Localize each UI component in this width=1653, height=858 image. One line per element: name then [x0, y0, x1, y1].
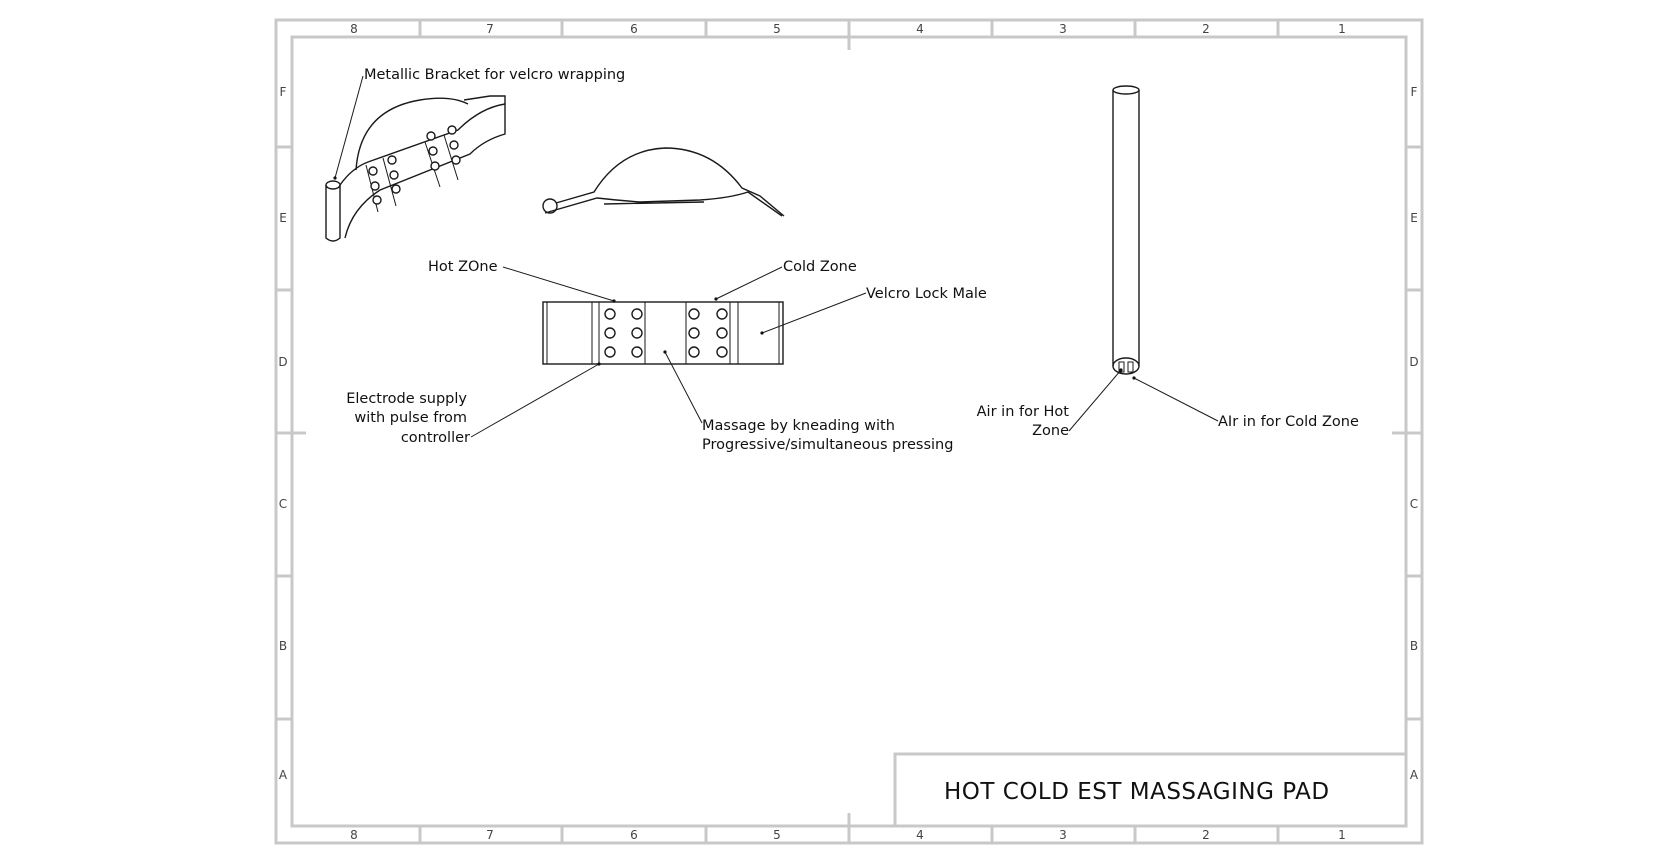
zone-ticks: [276, 20, 1422, 843]
tube-view: [1112, 85, 1140, 375]
callout-electrode-line2: with pulse from: [354, 410, 467, 426]
callout-hot-zone: Hot ZOne: [428, 259, 498, 275]
zone-label-bottom: 2: [1202, 828, 1210, 842]
zone-label-right: B: [1410, 639, 1418, 653]
zone-label-bottom: 7: [486, 828, 494, 842]
zone-labels-bottom: 8 7 6 5 4 3 2 1: [350, 828, 1346, 842]
callout-electrode-line1: Electrode supply: [346, 391, 467, 407]
callout-air-hot-line2: Zone: [1032, 423, 1069, 439]
zone-label-bottom: 6: [630, 828, 638, 842]
zone-label-top: 3: [1059, 22, 1067, 36]
zone-labels-left: F E D C B A: [278, 85, 288, 782]
callout-air-hot-line1: Air in for Hot: [977, 404, 1070, 420]
zone-label-right: D: [1409, 355, 1418, 369]
zone-label-bottom: 3: [1059, 828, 1067, 842]
callout-massage-line2: Progressive/simultaneous pressing: [702, 437, 953, 453]
callout-cold-zone: Cold Zone: [783, 259, 857, 275]
leader-lines: [334, 75, 1219, 438]
zone-label-top: 4: [916, 22, 924, 36]
zone-label-bottom: 4: [916, 828, 924, 842]
iso-view: [325, 95, 506, 242]
zone-label-top: 6: [630, 22, 638, 36]
zone-label-right: A: [1410, 768, 1419, 782]
zone-label-left: D: [278, 355, 287, 369]
leader-arrowheads: [333, 176, 1136, 380]
callout-velcro-lock: Velcro Lock Male: [866, 286, 987, 302]
zone-label-top: 8: [350, 22, 358, 36]
zone-labels-right: F E D C B A: [1409, 85, 1419, 782]
zone-label-left: C: [279, 497, 287, 511]
side-view: [542, 147, 785, 217]
zone-label-right: F: [1411, 85, 1418, 99]
zone-label-top: 1: [1338, 22, 1346, 36]
zone-label-bottom: 1: [1338, 828, 1346, 842]
zone-label-top: 5: [773, 22, 781, 36]
zone-label-top: 2: [1202, 22, 1210, 36]
callout-massage-line1: Massage by kneading with: [702, 418, 895, 434]
title-block: HOT COLD EST MASSAGING PAD: [893, 752, 1406, 826]
callout-air-cold: AIr in for Cold Zone: [1218, 414, 1359, 430]
zone-label-bottom: 5: [773, 828, 781, 842]
zone-label-right: C: [1410, 497, 1418, 511]
zone-label-left: B: [279, 639, 287, 653]
zone-label-bottom: 8: [350, 828, 358, 842]
zone-labels-top: 8 7 6 5 4 3 2 1: [350, 22, 1346, 36]
callout-metallic-bracket: Metallic Bracket for velcro wrapping: [364, 67, 625, 83]
drawing-title: HOT COLD EST MASSAGING PAD: [944, 779, 1330, 805]
zone-label-left: F: [280, 85, 287, 99]
zone-label-left: A: [279, 768, 288, 782]
hot-zone-holes: [604, 308, 643, 358]
top-view: [542, 301, 784, 365]
zone-label-top: 7: [486, 22, 494, 36]
callout-electrode-line3: controller: [401, 430, 470, 446]
zone-label-left: E: [279, 211, 287, 225]
zone-label-right: E: [1410, 211, 1418, 225]
cold-zone-holes: [688, 308, 728, 358]
